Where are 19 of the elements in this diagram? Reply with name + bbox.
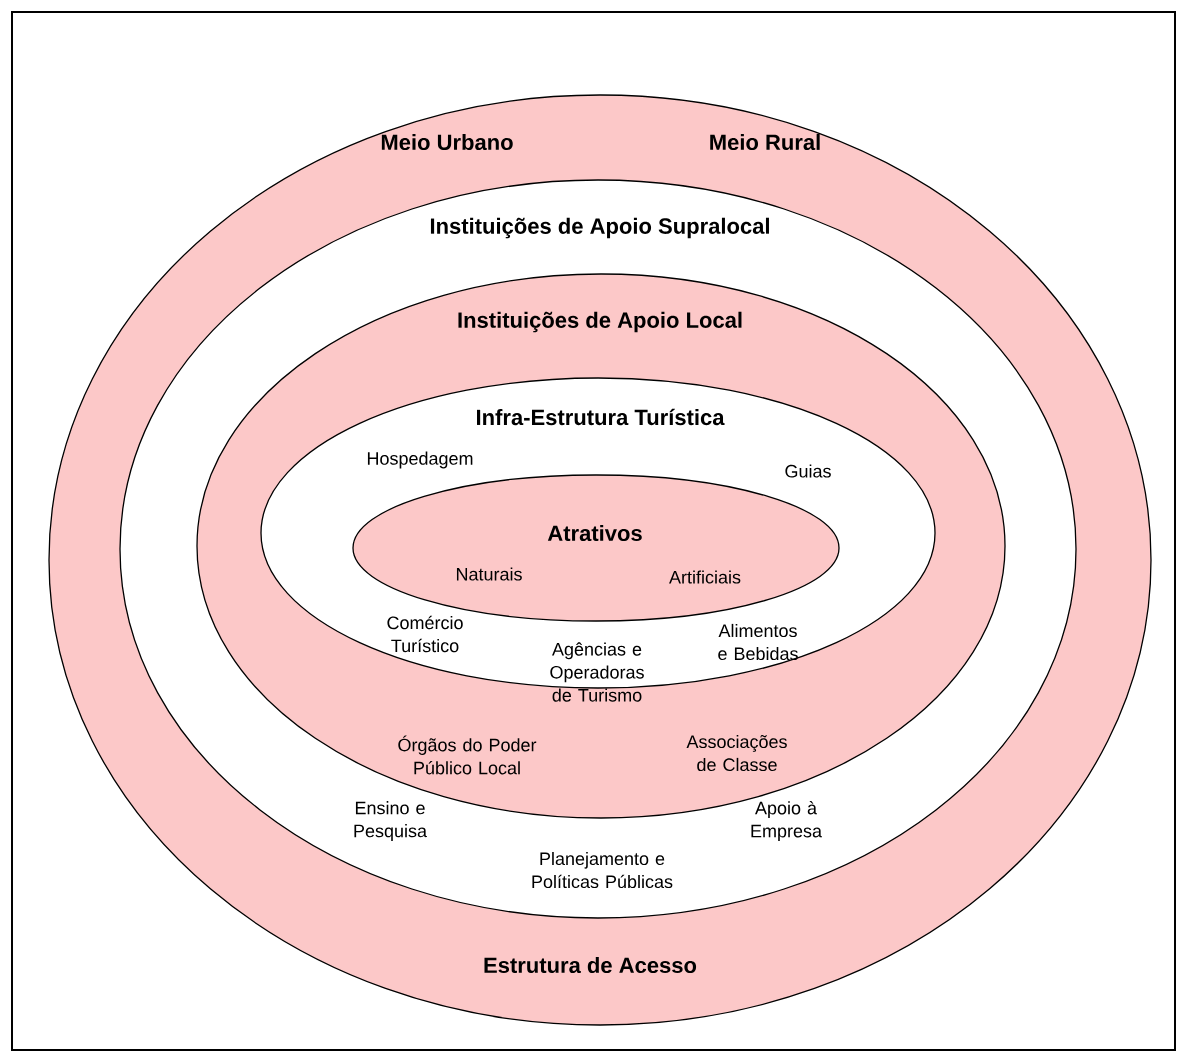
ring-label: Comércio Turístico <box>387 615 463 653</box>
ring-label: Apoio à Empresa <box>751 801 822 841</box>
ring-label: Planejamento e Políticas Públicas <box>532 851 673 889</box>
ring-heading: Instituições de Apoio Local <box>458 311 742 333</box>
ring-heading: Infra-Estrutura Turística <box>477 408 725 426</box>
ring-heading: Estrutura de Acesso <box>484 956 697 974</box>
ring-label: Naturais <box>456 567 522 581</box>
ring-heading: Meio Rural <box>710 133 820 151</box>
ring-label: Alimentos e Bebidas <box>718 623 798 661</box>
ring-label: Guias <box>785 464 831 478</box>
ring-label: Associações de Classe <box>686 734 787 772</box>
ring-label: Hospedagem <box>367 451 473 469</box>
ring-label: Ensino e Pesquisa <box>354 801 427 841</box>
ring-heading: Instituições de Apoio Supralocal <box>430 217 769 239</box>
ring-label: Órgãos do Poder Público Local <box>398 735 537 775</box>
ring-heading: Meio Urbano <box>381 133 513 151</box>
ring-label: Artificiais <box>669 570 741 584</box>
ring-heading: Atrativos <box>547 524 642 542</box>
ring-label: Agências e Operadoras de Turismo <box>550 642 644 702</box>
